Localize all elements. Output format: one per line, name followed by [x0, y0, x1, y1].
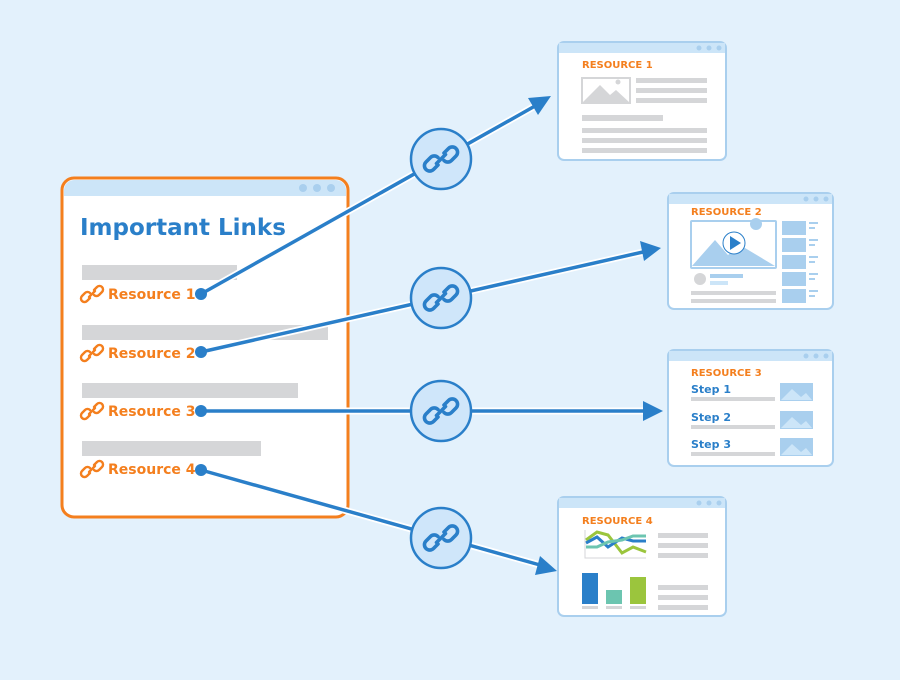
window-dot: [299, 184, 307, 192]
arrow-head-icon: [640, 241, 661, 261]
image-icon: [581, 77, 631, 104]
page-title: Important Links: [80, 215, 286, 241]
connector-dot: [195, 405, 207, 417]
link-resource-2[interactable]: Resource 2: [79, 343, 196, 363]
link-badge: [409, 506, 473, 570]
link-resource-3[interactable]: Resource 3: [79, 401, 196, 421]
step-label: Step 1: [691, 383, 731, 396]
resource-title: RESOURCE 1: [582, 60, 653, 71]
link-badge: [409, 266, 473, 330]
window-titlebar: [64, 180, 346, 196]
link-label: Resource 1: [108, 287, 196, 303]
resource-title: RESOURCE 3: [691, 368, 762, 379]
step-label: Step 3: [691, 438, 731, 451]
text-placeholder: [82, 441, 261, 456]
connector-dot: [195, 464, 207, 476]
window-dot: [313, 184, 321, 192]
resource-1-window[interactable]: RESOURCE 1: [557, 41, 727, 161]
image-icon: [780, 383, 813, 401]
text-placeholder: [82, 383, 298, 398]
resource-3-window[interactable]: RESOURCE 3 Step 1 Step 2 Step 3: [667, 349, 834, 467]
line-chart-icon: [584, 530, 647, 559]
link-resource-4[interactable]: Resource 4: [79, 459, 196, 479]
resource-title: RESOURCE 4: [582, 516, 653, 527]
thumbnail-list: [782, 221, 818, 303]
step-label: Step 2: [691, 411, 731, 424]
link-badge: [409, 379, 473, 443]
connector-line: [200, 104, 536, 296]
image-icon: [780, 438, 813, 456]
resource-4-window[interactable]: RESOURCE 4: [557, 496, 727, 617]
connectors: [195, 96, 663, 575]
text-placeholder: [82, 265, 237, 280]
link-badge: [409, 127, 473, 191]
arrow-head-icon: [535, 556, 557, 575]
window-dot: [327, 184, 335, 192]
bar-chart-icon: [582, 573, 646, 609]
avatar: [694, 273, 706, 285]
resource-title: RESOURCE 2: [691, 207, 762, 218]
link-resource-1[interactable]: Resource 1: [79, 284, 196, 304]
arrow-head-icon: [643, 401, 663, 421]
connector-line: [200, 468, 541, 567]
resource-2-window[interactable]: RESOURCE 2: [667, 192, 834, 310]
important-links-window: Important Links Resource 1 Resource 2 Re…: [60, 176, 350, 519]
play-icon: [730, 236, 741, 250]
link-label: Resource 3: [108, 404, 196, 420]
video-player: [690, 218, 777, 269]
connector-dot: [195, 288, 207, 300]
arrow-head-icon: [528, 96, 551, 115]
image-icon: [780, 411, 813, 429]
link-label: Resource 4: [108, 462, 196, 478]
link-label: Resource 2: [108, 346, 196, 362]
connector-dot: [195, 346, 207, 358]
